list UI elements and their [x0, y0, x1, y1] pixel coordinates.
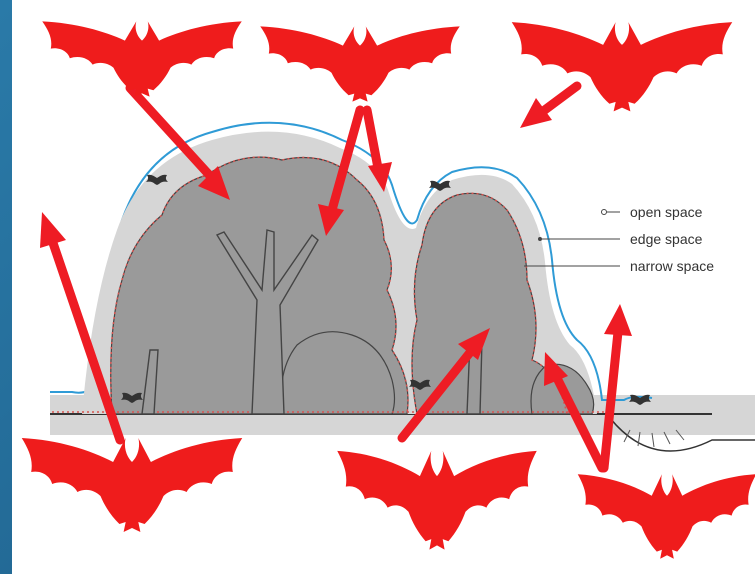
- bat-icon: [578, 474, 755, 559]
- bat-icon: [42, 21, 242, 96]
- legend-narrow-space: narrow space: [630, 258, 714, 274]
- bat-foraging-space-diagram: open space edge space narrow space: [12, 0, 755, 574]
- bat-icon: [260, 26, 460, 101]
- legend-open-space: open space: [630, 204, 703, 220]
- arrow-icon: [604, 304, 632, 468]
- bat-icon: [337, 451, 537, 550]
- diagram-panel: open space edge space narrow space: [12, 0, 755, 574]
- arrow-icon: [520, 86, 577, 128]
- legend-edge-space: edge space: [630, 231, 703, 247]
- bat-icon: [512, 22, 733, 111]
- bat-icon: [22, 438, 243, 532]
